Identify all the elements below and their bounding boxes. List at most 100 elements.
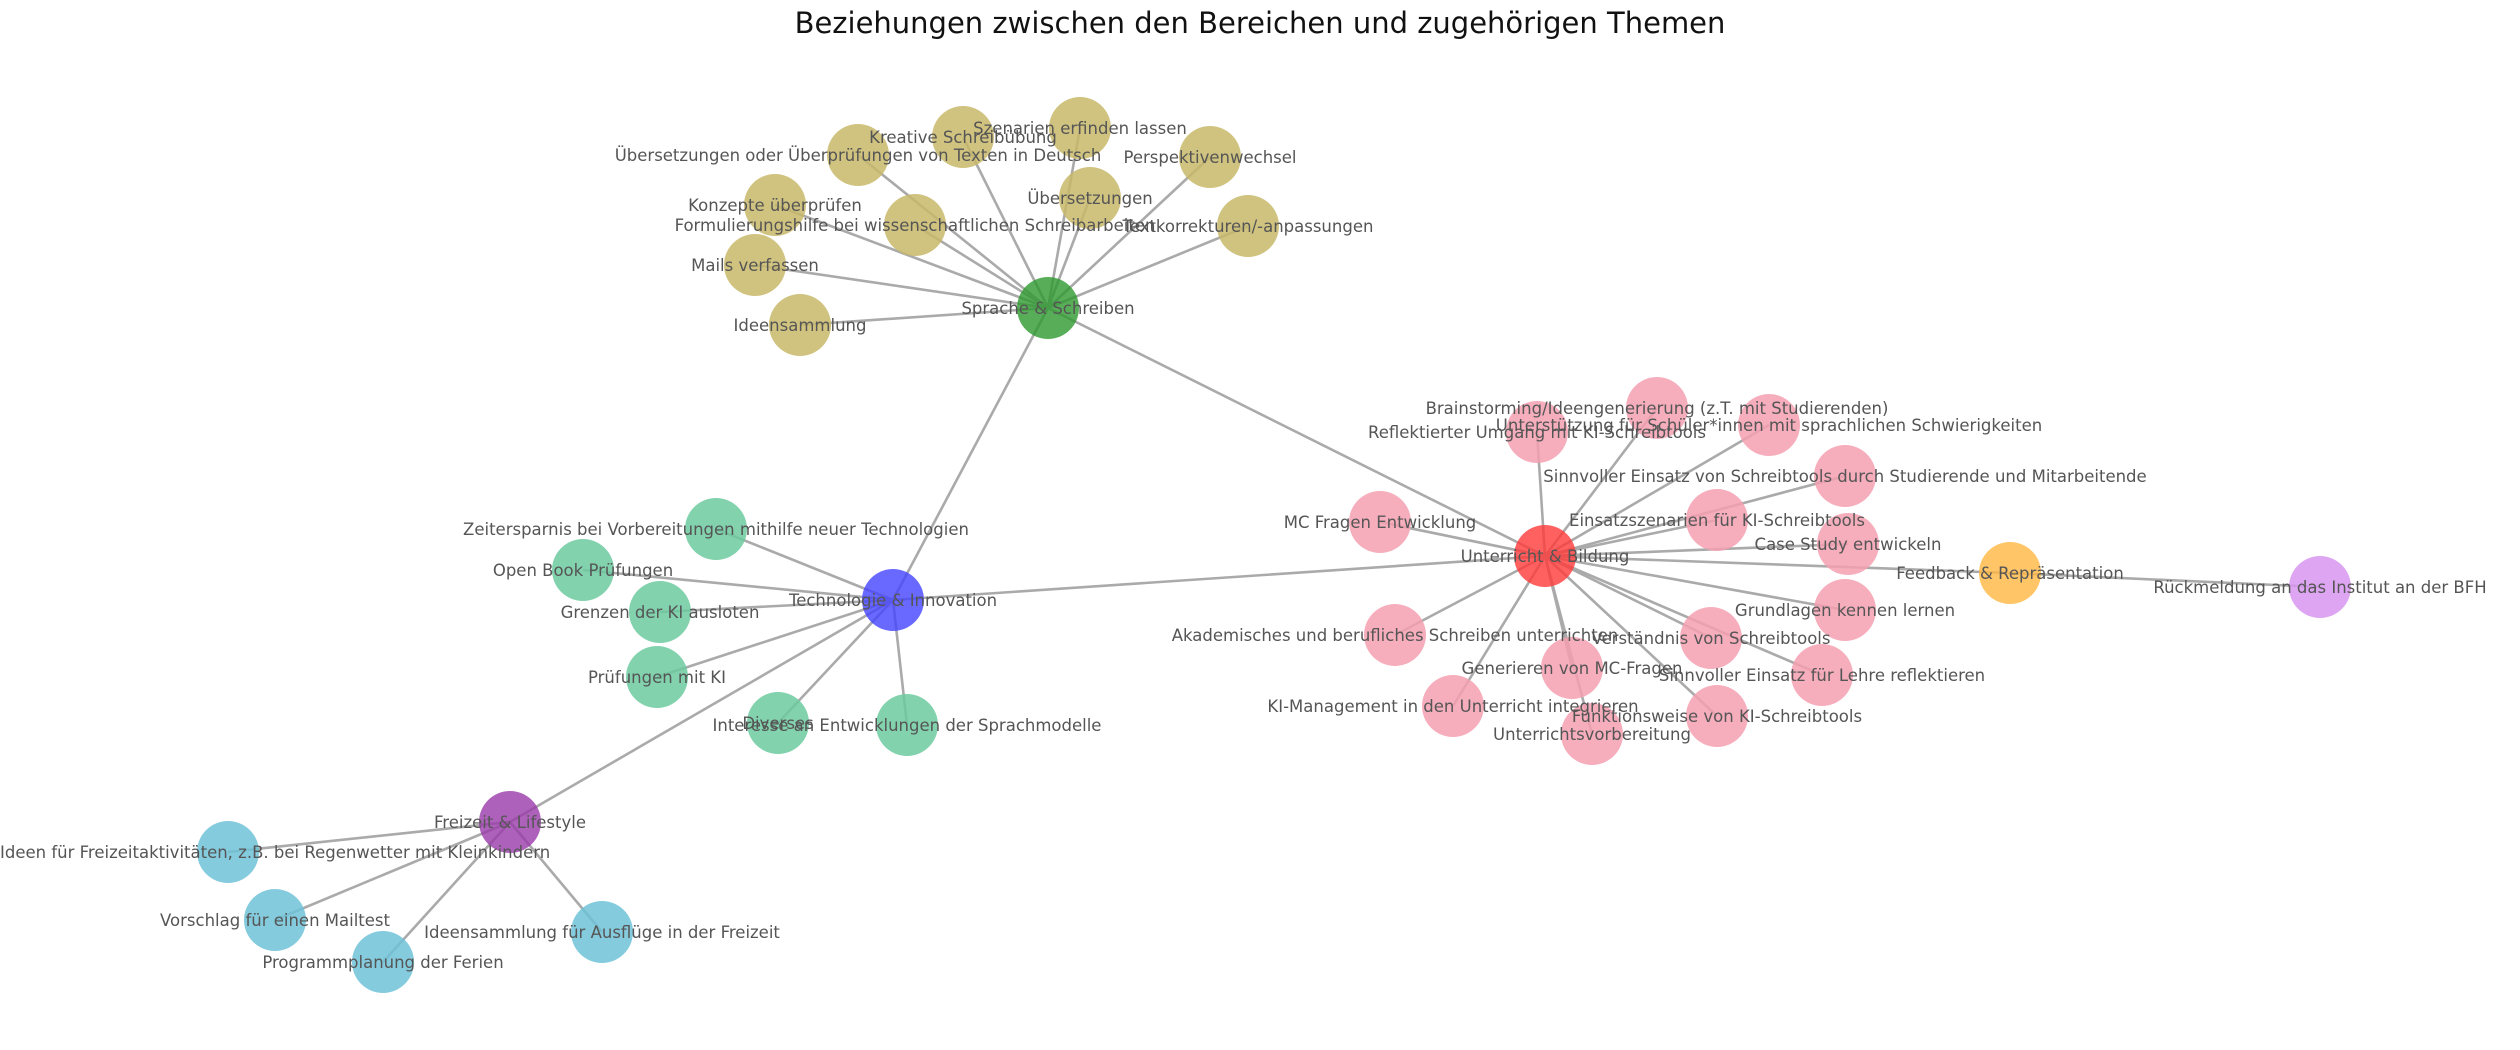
topic-label-k5: Diverses bbox=[742, 714, 813, 733]
topic-node-u6[interactable] bbox=[1686, 489, 1748, 551]
topic-node-f4[interactable] bbox=[352, 931, 414, 993]
topic-label-r1: Rückmeldung an das Institut an der BFH bbox=[2153, 578, 2486, 597]
edge-f1-freizeit bbox=[227, 820, 511, 854]
edge-technologie-freizeit bbox=[509, 598, 894, 824]
edge-technologie-unterricht bbox=[892, 554, 1546, 602]
edge-k4-technologie bbox=[656, 598, 894, 679]
hub-node-technologie[interactable] bbox=[862, 569, 924, 631]
topic-label-f1: Ideen für Freizeitaktivitäten, z.B. bei … bbox=[0, 843, 550, 862]
topic-node-k2[interactable] bbox=[552, 539, 614, 601]
topic-label-u2: Unterstützung für Schüler*innen mit spra… bbox=[1496, 416, 2042, 435]
topic-node-u10[interactable] bbox=[1680, 607, 1742, 669]
topic-label-u1: Brainstorming/Ideengenerierung (z.T. mit… bbox=[1426, 399, 1889, 418]
topic-label-f2: Vorschlag für einen Mailtest bbox=[160, 911, 390, 930]
topic-node-t10[interactable] bbox=[769, 294, 831, 356]
topic-node-u5[interactable] bbox=[1349, 491, 1411, 553]
edge-t2-sprache bbox=[961, 136, 1050, 309]
topic-node-u4[interactable] bbox=[1814, 445, 1876, 507]
edge-u7-unterricht bbox=[1544, 542, 1849, 558]
topic-node-t4[interactable] bbox=[827, 124, 889, 186]
topic-node-k5[interactable] bbox=[747, 692, 809, 754]
topic-label-u14: Funktionsweise von KI-Schreibtools bbox=[1572, 707, 1862, 726]
edge-t10-sprache bbox=[799, 306, 1049, 327]
edge-k2-technologie bbox=[582, 568, 894, 602]
topic-node-f2[interactable] bbox=[244, 889, 306, 951]
topic-node-u11[interactable] bbox=[1541, 637, 1603, 699]
edge-u8-unterricht bbox=[1544, 554, 1846, 612]
topic-label-k2: Open Book Prüfungen bbox=[493, 561, 673, 580]
edge-k3-technologie bbox=[659, 598, 894, 614]
hub-label-feedback: Feedback & Repräsentation bbox=[1896, 564, 2124, 583]
topic-label-t2: Kreative Schreibübung bbox=[869, 128, 1057, 147]
topic-label-t6: Konzepte überprüfen bbox=[688, 196, 862, 215]
topic-label-u9: Akademisches und berufliches Schreiben u… bbox=[1172, 626, 1619, 645]
topic-node-u12[interactable] bbox=[1791, 644, 1853, 706]
topic-node-t6[interactable] bbox=[744, 174, 806, 236]
topic-node-f3[interactable] bbox=[571, 901, 633, 963]
edge-sprache-unterricht bbox=[1047, 306, 1546, 558]
topic-label-u10: Verständnis von Schreibtools bbox=[1592, 629, 1831, 648]
hub-node-freizeit[interactable] bbox=[479, 791, 541, 853]
topic-label-k1: Zeitersparnis bei Vorbereitungen mithilf… bbox=[463, 520, 969, 539]
topic-label-u4: Sinnvoller Einsatz von Schreibtools durc… bbox=[1543, 467, 2146, 486]
topic-node-k1[interactable] bbox=[685, 498, 747, 560]
edge-f2-freizeit bbox=[274, 820, 511, 922]
hub-node-sprache[interactable] bbox=[1017, 277, 1079, 339]
hub-node-feedback[interactable] bbox=[1979, 542, 2041, 604]
topic-node-t8[interactable] bbox=[1217, 195, 1279, 257]
topic-node-u15[interactable] bbox=[1561, 703, 1623, 765]
topic-label-t9: Mails verfassen bbox=[691, 256, 819, 275]
topic-node-f1[interactable] bbox=[197, 821, 259, 883]
topic-node-u3[interactable] bbox=[1506, 401, 1568, 463]
topic-label-u6: Einsatzszenarien für KI-Schreibtools bbox=[1569, 511, 1865, 530]
topic-node-u7[interactable] bbox=[1817, 513, 1879, 575]
topic-node-u9[interactable] bbox=[1364, 604, 1426, 666]
edge-r1-feedback bbox=[2009, 571, 2321, 589]
topic-label-t10: Ideensammlung bbox=[734, 316, 867, 335]
topic-label-t5: Übersetzungen bbox=[1027, 189, 1152, 208]
hub-label-sprache: Sprache & Schreiben bbox=[961, 299, 1134, 318]
topic-node-t5[interactable] bbox=[1059, 167, 1121, 229]
edge-t3-sprache bbox=[1047, 156, 1211, 309]
chart-title: Beziehungen zwischen den Bereichen und z… bbox=[794, 6, 1726, 40]
topic-node-u13[interactable] bbox=[1422, 675, 1484, 737]
hub-label-technologie: Technologie & Innovation bbox=[788, 591, 997, 610]
topic-label-t4: Übersetzungen oder Überprüfungen von Tex… bbox=[615, 146, 1102, 165]
edge-f4-freizeit bbox=[382, 821, 511, 963]
edge-u14-unterricht bbox=[1544, 555, 1718, 717]
topic-label-f4: Programmplanung der Ferien bbox=[262, 953, 503, 972]
topic-node-k3[interactable] bbox=[629, 581, 691, 643]
edge-t4-sprache bbox=[857, 153, 1049, 310]
topic-label-u5: MC Fragen Entwicklung bbox=[1284, 513, 1477, 532]
topic-node-u2[interactable] bbox=[1738, 394, 1800, 456]
topic-label-k4: Prüfungen mit KI bbox=[588, 668, 726, 687]
topic-label-t8: Textkorrekturen/-anpassungen bbox=[1122, 217, 1374, 236]
topic-node-u8[interactable] bbox=[1814, 579, 1876, 641]
topic-node-t1[interactable] bbox=[1049, 97, 1111, 159]
topic-label-t3: Perspektivenwechsel bbox=[1123, 148, 1296, 167]
topic-node-k6[interactable] bbox=[876, 694, 938, 756]
topic-node-t9[interactable] bbox=[724, 234, 786, 296]
topic-label-t1: Szenarien erfinden lassen bbox=[973, 119, 1187, 138]
hub-node-unterricht[interactable] bbox=[1514, 525, 1576, 587]
topic-node-t7[interactable] bbox=[884, 194, 946, 256]
edge-u12-unterricht bbox=[1544, 554, 1823, 677]
topic-label-u13: KI-Management in den Unterricht integrie… bbox=[1267, 697, 1638, 716]
topic-node-t3[interactable] bbox=[1179, 126, 1241, 188]
topic-node-u1[interactable] bbox=[1626, 377, 1688, 439]
edge-unterricht-feedback bbox=[1544, 554, 2011, 575]
topic-node-k4[interactable] bbox=[626, 646, 688, 708]
topic-node-u14[interactable] bbox=[1686, 685, 1748, 747]
edge-t8-sprache bbox=[1047, 224, 1249, 310]
edge-k1-technologie bbox=[715, 527, 894, 602]
edge-t9-sprache bbox=[754, 263, 1049, 310]
topic-node-t2[interactable] bbox=[932, 106, 994, 168]
topic-node-r1[interactable] bbox=[2289, 556, 2351, 618]
topic-label-u3: Reflektierter Umgang mit KI-Schreibtools bbox=[1368, 423, 1706, 442]
topic-label-k6: Interesse an Entwicklungen der Sprachmod… bbox=[713, 716, 1102, 735]
topic-label-u15: Unterrichtsvorbereitung bbox=[1493, 725, 1691, 744]
edge-sprache-technologie bbox=[891, 307, 1050, 601]
topic-label-u11: Generieren von MC-Fragen bbox=[1462, 659, 1683, 678]
hub-label-freizeit: Freizeit & Lifestyle bbox=[434, 813, 586, 832]
